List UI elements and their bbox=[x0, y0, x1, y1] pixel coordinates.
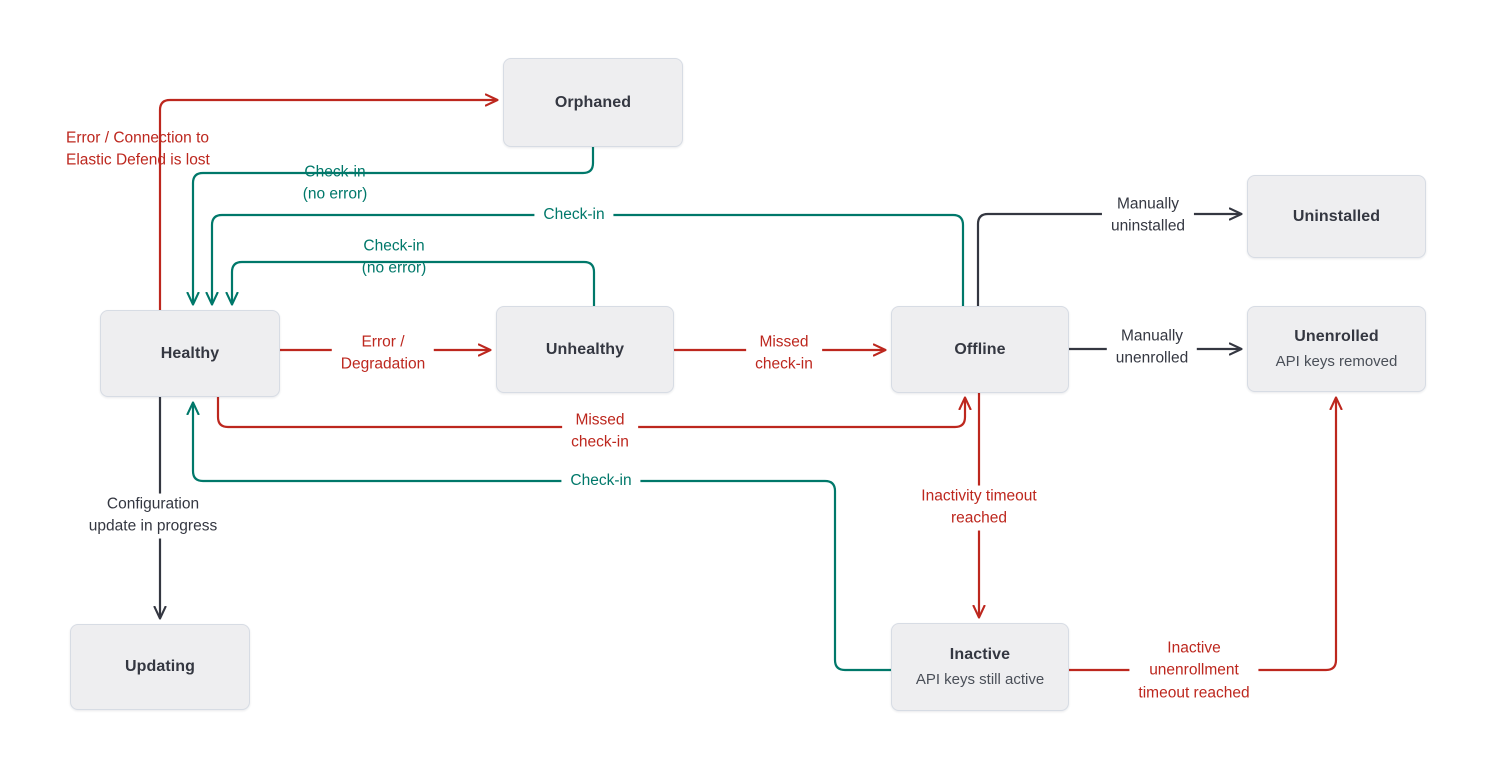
node-offline-title: Offline bbox=[954, 340, 1006, 358]
node-inactive[interactable]: Inactive API keys still active bbox=[891, 623, 1069, 711]
edge-label-inactive-unenrollment-timeout: Inactive unenrollment timeout reached bbox=[1129, 637, 1259, 705]
edge-inactive-to-healthy bbox=[193, 403, 891, 672]
edge-label-missed-checkin-unhealthy: Missed check-in bbox=[746, 331, 822, 377]
node-inactive-title: Inactive bbox=[949, 645, 1011, 663]
edge-unhealthy-to-healthy bbox=[232, 260, 596, 306]
edge-label-checkin-no-error-unhealthy: Check-in (no error) bbox=[361, 237, 427, 277]
edge-label-manually-unenrolled: Manually unenrolled bbox=[1106, 325, 1198, 371]
edge-label-error-degradation: Error / Degradation bbox=[331, 331, 435, 377]
edge-label-checkin-no-error-orphaned: Check-in (no error) bbox=[302, 163, 368, 203]
edge-label-missed-checkin-healthy: Missed check-in bbox=[562, 409, 638, 455]
edge-offline-to-uninstalled bbox=[976, 214, 1241, 306]
edge-label-configuration-update: Configuration update in progress bbox=[82, 493, 224, 539]
edge-label-checkin-offline: Check-in bbox=[534, 203, 614, 227]
edge-healthy-to-orphaned bbox=[158, 100, 497, 310]
node-uninstalled[interactable]: Uninstalled bbox=[1247, 175, 1426, 258]
node-unhealthy-title: Unhealthy bbox=[545, 340, 625, 358]
node-offline[interactable]: Offline bbox=[891, 306, 1069, 393]
node-unhealthy[interactable]: Unhealthy bbox=[496, 306, 674, 393]
node-healthy-title: Healthy bbox=[160, 344, 220, 362]
edge-orphaned-to-healthy bbox=[193, 147, 595, 304]
edge-label-checkin-inactive: Check-in bbox=[561, 469, 641, 493]
node-updating[interactable]: Updating bbox=[70, 624, 250, 710]
node-orphaned-title: Orphaned bbox=[554, 93, 632, 111]
edge-label-manually-uninstalled: Manually uninstalled bbox=[1101, 193, 1195, 239]
edge-label-error-connection: Error / Connection to Elastic Defend is … bbox=[66, 129, 210, 169]
node-healthy[interactable]: Healthy bbox=[100, 310, 280, 397]
node-uninstalled-title: Uninstalled bbox=[1292, 207, 1381, 225]
node-unenrolled-subtitle: API keys removed bbox=[1275, 352, 1398, 370]
edge-label-inactivity-timeout: Inactivity timeout reached bbox=[915, 485, 1043, 531]
edge-inactive-to-unenrolled bbox=[1069, 398, 1336, 672]
edge-offline-to-healthy bbox=[212, 213, 965, 306]
node-orphaned[interactable]: Orphaned bbox=[503, 58, 683, 147]
node-unenrolled[interactable]: Unenrolled API keys removed bbox=[1247, 306, 1426, 392]
node-updating-title: Updating bbox=[124, 658, 196, 675]
node-unenrolled-title: Unenrolled bbox=[1294, 327, 1379, 345]
node-inactive-subtitle: API keys still active bbox=[915, 670, 1045, 688]
